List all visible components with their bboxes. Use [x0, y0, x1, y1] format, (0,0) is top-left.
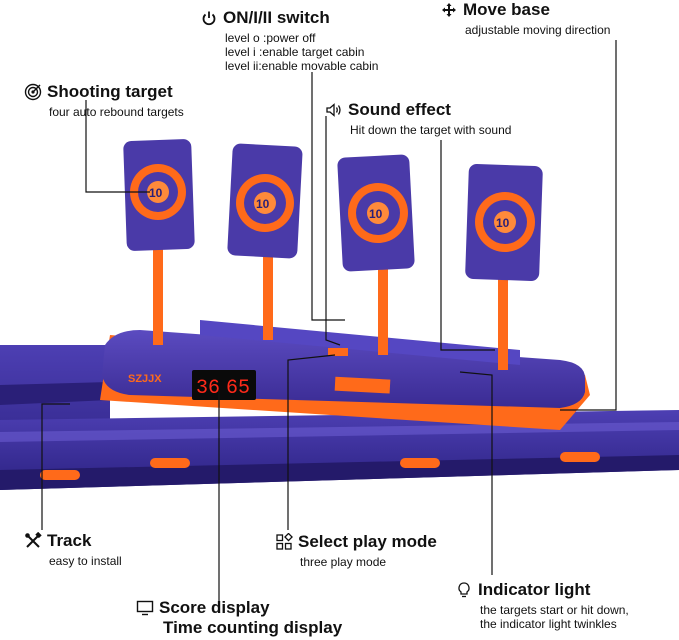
lightbulb-icon: [455, 581, 473, 599]
feature-score-display: Score display Time counting display: [136, 598, 342, 638]
feature-sound-effect: Sound effect Hit down the target with so…: [325, 100, 511, 137]
tools-icon: [24, 532, 42, 550]
target-posts: [153, 240, 508, 370]
target-base: SZJJX 36 65: [100, 320, 590, 430]
target-3[interactable]: 10: [337, 154, 415, 272]
target-1[interactable]: 10: [123, 139, 195, 251]
feature-line: three play mode: [300, 555, 387, 569]
power-icon: [200, 9, 218, 27]
feature-select-mode: Select play mode three play mode: [275, 532, 437, 569]
target-number: 10: [256, 197, 270, 211]
feature-title: Score display: [159, 598, 270, 617]
feature-line: adjustable moving direction: [465, 23, 611, 37]
feature-title: ON/I/II switch: [223, 8, 330, 27]
feature-line: level i :enable target cabin: [225, 45, 365, 59]
power-switch[interactable]: [328, 348, 348, 356]
feature-line: level o :power off: [225, 31, 316, 45]
monitor-icon: [136, 599, 154, 617]
feature-title: Indicator light: [478, 580, 591, 599]
mode-select-icon: [275, 533, 293, 551]
feature-line: Hit down the target with sound: [350, 123, 512, 137]
target-number: 10: [369, 207, 383, 221]
speaker-icon: [325, 101, 343, 119]
time-digits: 65: [226, 377, 250, 400]
target-number: 10: [149, 186, 163, 200]
feature-line: the indicator light twinkles: [480, 617, 617, 631]
feature-title: Move base: [463, 0, 550, 19]
feature-title: Track: [47, 531, 92, 550]
feature-track: Track easy to install: [24, 531, 122, 568]
feature-indicator: Indicator light the targets start or hit…: [455, 580, 629, 631]
feature-line: level ii:enable movable cabin: [225, 59, 379, 73]
feature-onoff: ON/I/II switch level o :power off level …: [200, 8, 378, 73]
feature-line: the targets start or hit down,: [480, 603, 629, 617]
feature-title: Select play mode: [298, 532, 437, 551]
feature-title-2: Time counting display: [163, 618, 343, 637]
target-2[interactable]: 10: [227, 143, 303, 259]
feature-shooting-target: Shooting target four auto rebound target…: [24, 82, 184, 119]
feature-line: four auto rebound targets: [49, 105, 184, 119]
feature-move-base: Move base adjustable moving direction: [440, 0, 610, 37]
feature-title: Sound effect: [348, 100, 451, 119]
target-icon: [24, 83, 42, 101]
score-digits: 36: [196, 377, 220, 400]
feature-line: easy to install: [49, 554, 122, 568]
track-rail: [0, 345, 679, 490]
brand-label: SZJJX: [128, 373, 162, 385]
target-number: 10: [496, 216, 510, 230]
feature-title: Shooting target: [47, 82, 173, 101]
move-arrows-icon: [440, 1, 458, 19]
target-4[interactable]: 10: [465, 164, 543, 282]
